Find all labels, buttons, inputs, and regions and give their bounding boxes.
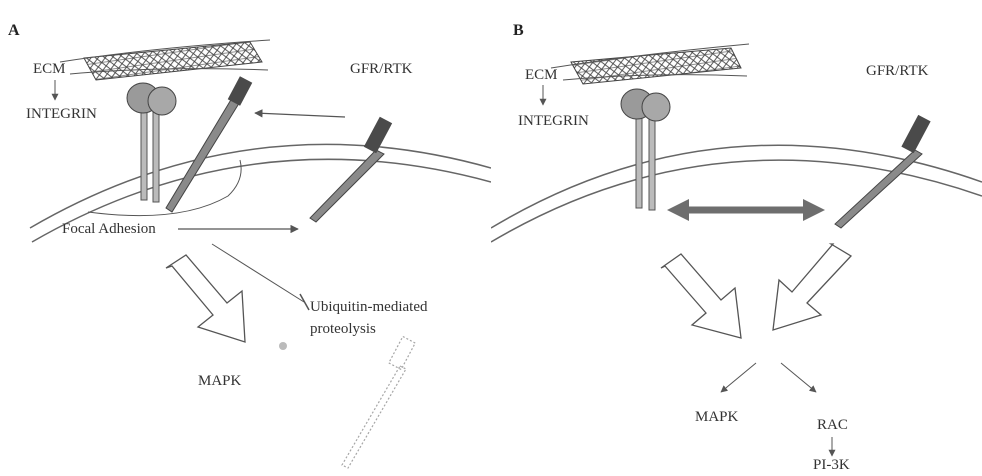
gfr-receptor-head: [901, 115, 930, 153]
gfr-rtk-label: GFR/RTK: [350, 62, 412, 77]
panel-b-letter: B: [513, 22, 524, 40]
recruitment-arrow: [255, 113, 345, 117]
panel-a: A ECM INTEGRIN GFR/RTK Focal Adhesion Ub…: [0, 0, 491, 476]
arrow-to-rac: [781, 363, 816, 392]
hollow-arrow-left: [661, 254, 741, 338]
integrin-label: INTEGRIN: [518, 114, 589, 129]
focal-adhesion-label: Focal Adhesion: [62, 222, 156, 237]
degraded-receptor: [342, 336, 415, 468]
inhibition-line: [212, 244, 304, 302]
rac-label: RAC: [817, 418, 848, 433]
cell-membrane-inner: [491, 160, 982, 242]
gfr-receptor: [310, 150, 384, 222]
integrin-head: [148, 87, 176, 115]
integrin-label: INTEGRIN: [26, 107, 97, 122]
gfr-rtk-label: GFR/RTK: [866, 64, 928, 79]
degradation-fragment: [279, 342, 287, 350]
ubiquitin-label: Ubiquitin-mediated: [310, 300, 427, 315]
arrow-to-mapk: [721, 363, 756, 392]
panel-a-letter: A: [8, 22, 20, 40]
pi3k-label: PI-3K: [813, 458, 850, 473]
integrin-leg: [636, 116, 642, 208]
cell-membrane-outer: [30, 144, 491, 228]
inhibition-bar: [300, 294, 309, 310]
hollow-arrow-right: [773, 244, 851, 330]
ecm-label: ECM: [33, 62, 66, 77]
gfr-receptor: [835, 150, 922, 228]
recruited-receptor: [166, 88, 246, 212]
panel-a-diagram: [0, 0, 491, 476]
integrin-head: [642, 93, 670, 121]
integrin-leg: [153, 112, 159, 202]
mapk-label-a: MAPK: [198, 374, 241, 389]
crosstalk-double-arrow: [667, 199, 825, 221]
proteolysis-label: proteolysis: [310, 322, 376, 337]
panel-b: B ECM INTEGRIN GFR/RTK MAPK RAC PI-3K: [491, 0, 982, 476]
integrin-leg: [141, 110, 147, 200]
integrin-leg: [649, 118, 655, 210]
mapk-hollow-arrow: [166, 255, 245, 342]
ecm-label: ECM: [525, 68, 558, 83]
mapk-label-b: MAPK: [695, 410, 738, 425]
